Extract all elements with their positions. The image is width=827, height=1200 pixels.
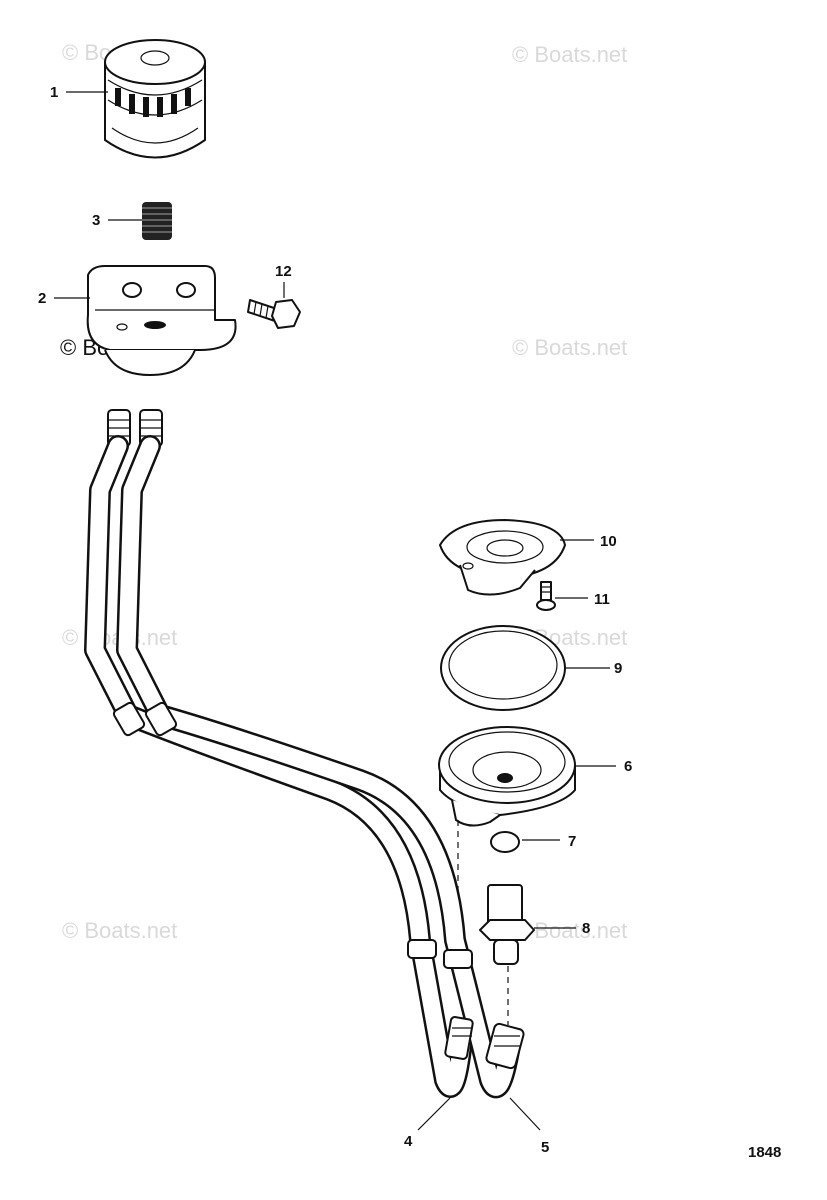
- callout-4: 4: [404, 1133, 413, 1150]
- callout-11: 11: [594, 591, 610, 608]
- callout-7: 7: [568, 833, 576, 850]
- screw-part-11: [536, 581, 556, 611]
- adapter-nipple-part: [142, 202, 172, 240]
- watermark-bottom-left: © Boats.net: [62, 918, 177, 943]
- leader-4: [417, 1097, 451, 1131]
- screw-part-12: [247, 299, 301, 329]
- o-ring-part-7: [490, 831, 520, 853]
- oil-filter-part: [104, 39, 206, 159]
- callout-3: 3: [92, 212, 100, 229]
- seal-ring-part-9: [440, 625, 566, 711]
- housing-part-6: [438, 726, 576, 827]
- callout-10: 10: [600, 533, 617, 550]
- callout-6: 6: [624, 758, 632, 775]
- callout-12: 12: [275, 263, 292, 280]
- watermark-top-right: © Boats.net: [512, 42, 627, 67]
- callout-2: 2: [38, 290, 46, 307]
- fitting-part-8: [479, 884, 535, 965]
- callout-5: 5: [541, 1139, 549, 1156]
- diagram-number: 1848: [748, 1144, 781, 1161]
- oil-line-hoses: [84, 409, 525, 1099]
- cover-part-10: [439, 519, 566, 596]
- callout-8: 8: [582, 920, 590, 937]
- watermark-mid-right: © Boats.net: [512, 335, 627, 360]
- callout-9: 9: [614, 660, 622, 677]
- callout-1: 1: [50, 84, 58, 101]
- filter-adapter-bracket-part: [86, 265, 237, 376]
- leader-5: [509, 1097, 541, 1131]
